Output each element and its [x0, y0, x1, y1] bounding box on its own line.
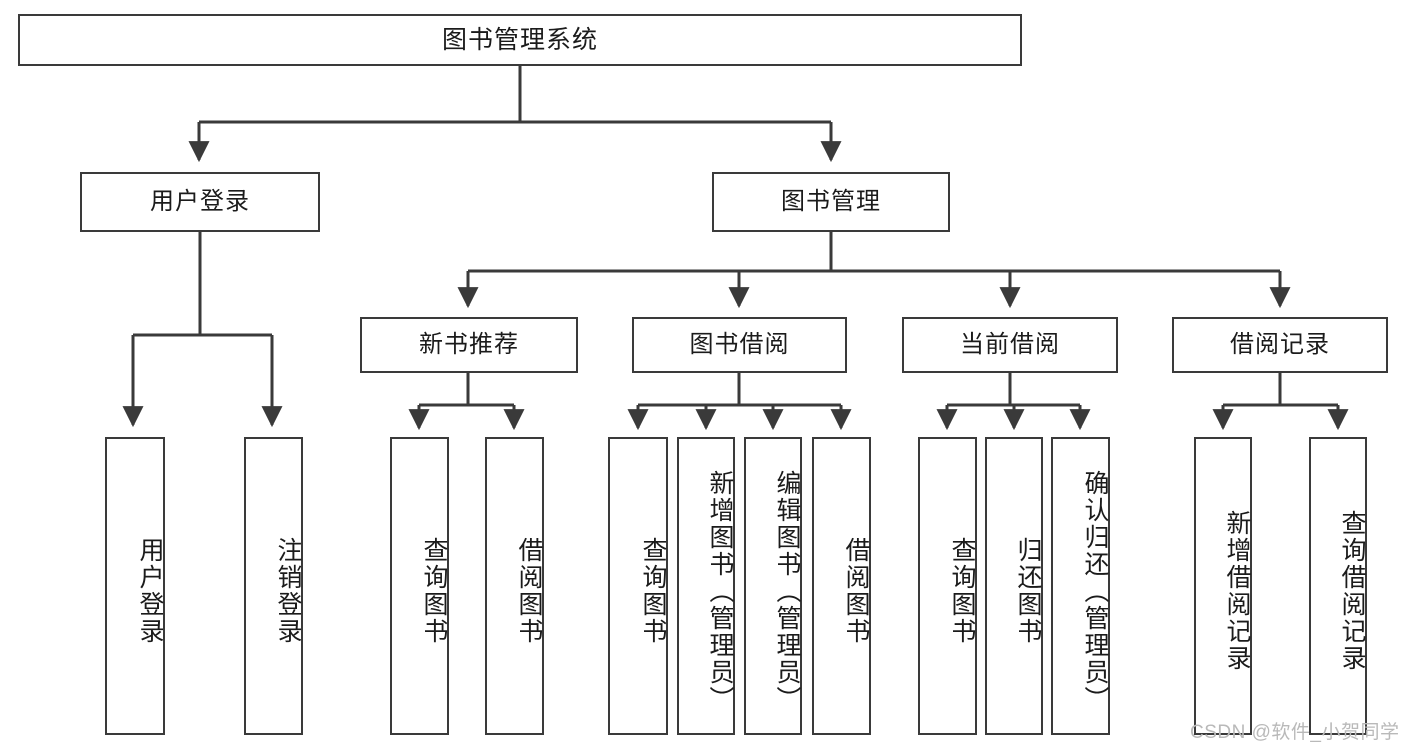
leaf-current-borrow-query[interactable]: 查询图书	[918, 437, 977, 735]
leaf-label: 用户登录	[136, 537, 164, 645]
leaf-book-borrow-edit[interactable]: 编辑图书（管理员）	[744, 437, 802, 735]
node-current-borrow[interactable]: 当前借阅	[902, 317, 1118, 373]
csdn-watermark: CSDN @软件_小贺同学	[1190, 722, 1400, 743]
leaf-label: 编辑图书（管理员）	[773, 469, 801, 713]
leaf-user-login-login[interactable]: 用户登录	[105, 437, 165, 735]
leaf-borrow-record-add[interactable]: 新增借阅记录	[1194, 437, 1252, 735]
leaf-label: 查询借阅记录	[1338, 510, 1366, 672]
node-book-management[interactable]: 图书管理	[712, 172, 950, 232]
leaf-label: 借阅图书	[842, 537, 870, 645]
leaf-label: 注销登录	[274, 537, 302, 645]
node-user-login[interactable]: 用户登录	[80, 172, 320, 232]
leaf-book-borrow-borrow[interactable]: 借阅图书	[812, 437, 871, 735]
leaf-current-borrow-return[interactable]: 归还图书	[985, 437, 1043, 735]
node-root-system[interactable]: 图书管理系统	[18, 14, 1022, 66]
leaf-label: 确认归还（管理员）	[1081, 469, 1109, 713]
leaf-label: 新增借阅记录	[1223, 510, 1251, 672]
leaf-label: 查询图书	[639, 537, 667, 645]
node-book-borrow[interactable]: 图书借阅	[632, 317, 847, 373]
leaf-label: 查询图书	[948, 537, 976, 645]
leaf-label: 借阅图书	[515, 537, 543, 645]
leaf-book-borrow-query[interactable]: 查询图书	[608, 437, 668, 735]
node-borrow-record[interactable]: 借阅记录	[1172, 317, 1388, 373]
leaf-current-borrow-confirm-return[interactable]: 确认归还（管理员）	[1051, 437, 1110, 735]
leaf-label: 新增图书（管理员）	[706, 469, 734, 713]
leaf-borrow-record-query[interactable]: 查询借阅记录	[1309, 437, 1367, 735]
leaf-label: 查询图书	[420, 537, 448, 645]
leaf-label: 归还图书	[1014, 537, 1042, 645]
leaf-book-borrow-add[interactable]: 新增图书（管理员）	[677, 437, 735, 735]
leaf-new-book-query[interactable]: 查询图书	[390, 437, 449, 735]
leaf-user-login-logout[interactable]: 注销登录	[244, 437, 303, 735]
leaf-new-book-borrow[interactable]: 借阅图书	[485, 437, 544, 735]
node-new-book-recommend[interactable]: 新书推荐	[360, 317, 578, 373]
